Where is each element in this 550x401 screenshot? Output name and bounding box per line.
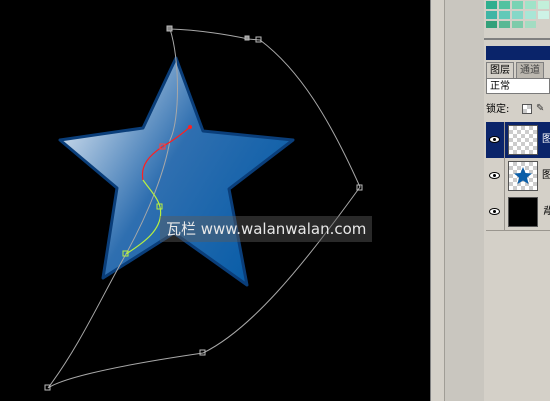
layer-row[interactable]: 图 [486, 158, 550, 195]
layer-name: 图 [542, 134, 550, 145]
color-swatch[interactable] [486, 21, 497, 28]
color-swatch[interactable] [512, 1, 523, 9]
layer-thumbnail [508, 161, 538, 191]
canvas-vertical-scrollbar[interactable] [430, 0, 444, 401]
color-swatch[interactable] [499, 1, 510, 9]
swatches-palette[interactable] [486, 0, 550, 28]
lock-brush-icon[interactable]: ✎ [536, 103, 545, 114]
layer-name: 图 [542, 170, 550, 181]
panel-title-bar[interactable] [486, 46, 550, 60]
layer-row[interactable]: 背 [486, 194, 550, 231]
visibility-eye-icon[interactable] [489, 172, 500, 179]
star-thumbnail-icon [514, 167, 532, 184]
canvas-artwork [44, 25, 363, 391]
layers-panel: 图层 通道 正常 锁定: ✎ 图 图 背 [484, 0, 550, 401]
color-swatch[interactable] [499, 21, 510, 28]
document-canvas[interactable]: 瓦栏 www.walanwalan.com [0, 0, 430, 401]
color-swatch[interactable] [525, 21, 536, 28]
lock-label: 锁定: [486, 104, 510, 115]
active-anchor-points[interactable] [122, 125, 192, 257]
color-swatch[interactable] [538, 1, 549, 9]
green-path-segment [125, 179, 162, 255]
layer-thumbnail [508, 197, 538, 227]
color-swatch[interactable] [525, 1, 536, 9]
layer-name: 背 [542, 205, 550, 219]
panel-divider [484, 38, 550, 40]
lock-transparency-icon[interactable] [522, 104, 532, 114]
workspace-gap [444, 0, 484, 401]
tab-layers[interactable]: 图层 [486, 62, 514, 78]
color-swatch[interactable] [499, 11, 510, 19]
tab-channels[interactable]: 通道 [516, 62, 544, 78]
color-swatch[interactable] [512, 21, 523, 28]
color-swatch[interactable] [486, 11, 497, 19]
visibility-eye-icon[interactable] [489, 208, 500, 215]
layer-thumbnail [508, 125, 538, 155]
visibility-eye-icon[interactable] [489, 136, 500, 143]
color-swatch[interactable] [486, 1, 497, 9]
color-swatch[interactable] [512, 11, 523, 19]
color-swatch[interactable] [538, 11, 549, 19]
red-path-segment [141, 126, 191, 181]
layer-row[interactable]: 图 [486, 122, 550, 159]
color-swatch[interactable] [525, 11, 536, 19]
watermark: 瓦栏 www.walanwalan.com [160, 216, 373, 242]
blend-mode-select[interactable]: 正常 [486, 78, 550, 94]
path-anchor-points[interactable] [44, 25, 363, 391]
star-shape [58, 56, 295, 287]
